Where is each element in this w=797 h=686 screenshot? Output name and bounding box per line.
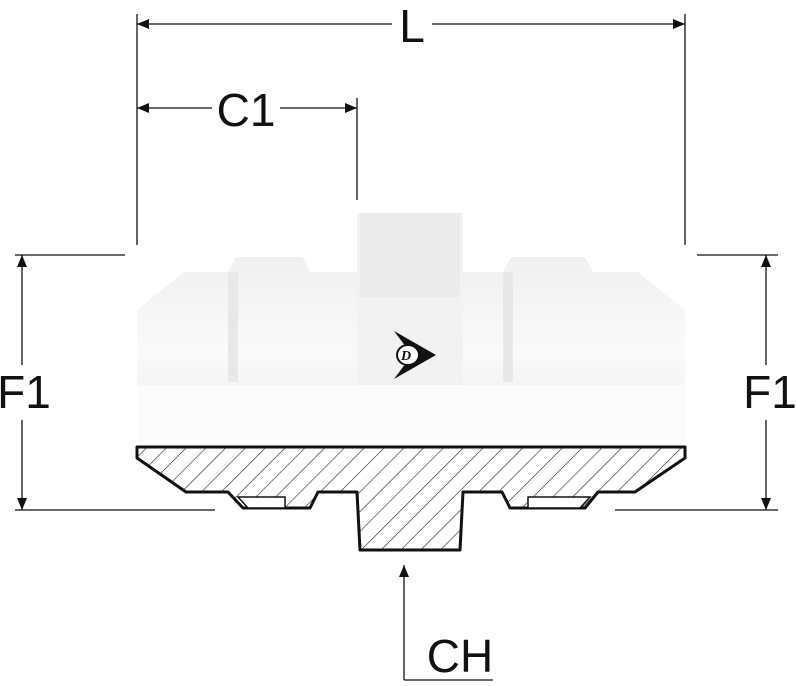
label-CH: CH	[427, 630, 493, 682]
dunlop-logo: D	[394, 331, 436, 379]
extension-lines	[15, 14, 778, 681]
label-F1-right: F1	[743, 366, 797, 418]
fitting-body	[137, 213, 685, 447]
label-L: L	[399, 0, 425, 52]
svg-text:D: D	[400, 349, 411, 364]
label-F1-left: F1	[0, 366, 51, 418]
cross-section	[135, 445, 687, 552]
label-C1: C1	[217, 84, 276, 136]
